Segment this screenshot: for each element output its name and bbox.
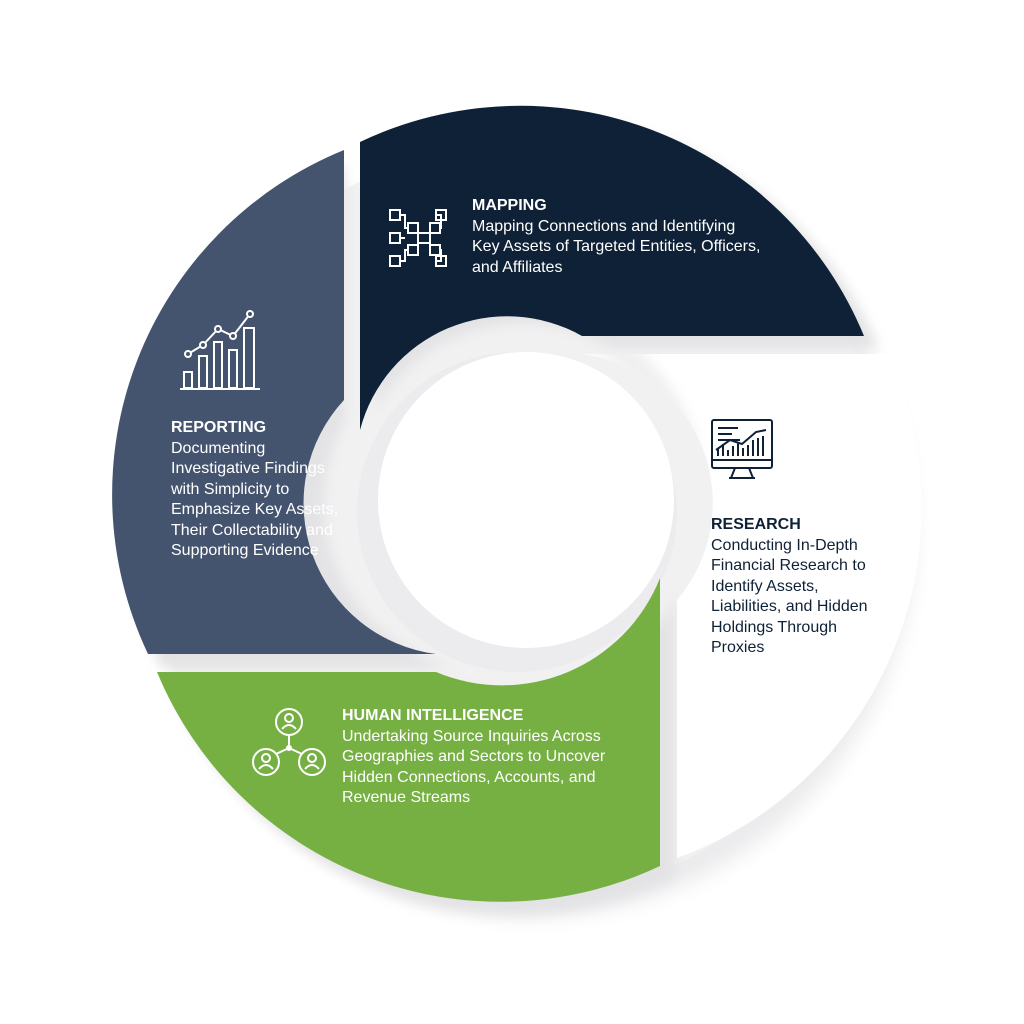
reporting-description: Documenting Investigative Findings with …	[171, 439, 339, 560]
monitor-chart-icon	[711, 419, 773, 479]
mapping-segment	[360, 105, 864, 430]
bar-chart-growth-icon	[180, 310, 260, 390]
center-hole	[357, 352, 677, 672]
mapping-title: MAPPING	[472, 197, 547, 214]
human-intelligence-text-block: HUMAN INTELLIGENCE Undertaking Source In…	[342, 706, 642, 809]
research-text-block: RESEARCH Conducting In-Depth Financial R…	[711, 515, 871, 659]
people-network-icon	[252, 708, 326, 776]
reporting-title: REPORTING	[171, 419, 267, 436]
mapping-text-block: MAPPING Mapping Connections and Identify…	[472, 196, 762, 278]
human-intelligence-title: HUMAN INTELLIGENCE	[342, 707, 524, 724]
reporting-text-block: REPORTING Documenting Investigative Find…	[171, 418, 339, 562]
network-map-icon	[389, 209, 447, 267]
human-intelligence-description: Undertaking Source Inquiries Across Geog…	[342, 727, 606, 807]
reporting-segment	[112, 150, 436, 654]
research-title: RESEARCH	[711, 516, 801, 533]
human-intelligence-segment	[157, 578, 660, 902]
research-description: Conducting In-Depth Financial Research t…	[711, 536, 868, 657]
mapping-description: Mapping Connections and Identifying Key …	[472, 217, 761, 276]
